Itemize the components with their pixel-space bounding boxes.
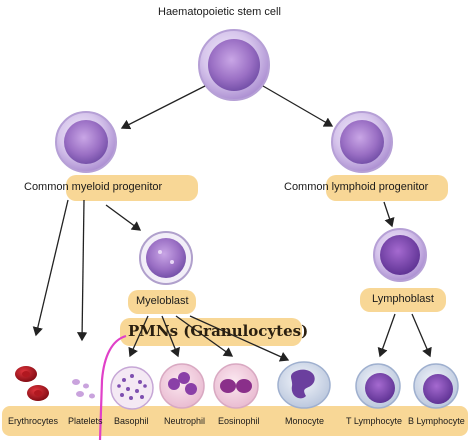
arrows [32, 85, 432, 362]
highlight-common-lymphoid [326, 175, 448, 201]
myeloblast-cell [139, 231, 193, 285]
common-lymphoid-label: Common lymphoid progenitor [284, 181, 429, 193]
platelets-cells [72, 379, 95, 399]
b-lymphocyte-label: B Lymphocyte [408, 416, 465, 426]
monocyte-cell [277, 361, 331, 409]
eosinophil-label: Eosinophil [218, 416, 260, 426]
erythrocytes-cells [15, 366, 49, 401]
highlight-cell-labels [2, 406, 468, 436]
stem-cell [198, 29, 270, 101]
lymphoblast-label: Lymphoblast [372, 293, 434, 305]
common-myeloid-label: Common myeloid progenitor [24, 181, 163, 193]
common-lymphoid-cell [331, 111, 393, 173]
myeloblast-label: Myeloblast [136, 295, 189, 307]
stem-cell-label: Haematopoietic stem cell [158, 6, 281, 18]
basophil-cell [110, 366, 154, 410]
common-myeloid-cell [55, 111, 117, 173]
t-lymphocyte-label: T Lymphocyte [346, 416, 403, 426]
highlight-lymphoblast [360, 288, 446, 312]
basophil-label: Basophil [114, 416, 149, 426]
b-lymphocyte-cell [413, 363, 459, 409]
monocyte-label: Monocyte [285, 416, 325, 426]
eosinophil-cell [213, 363, 259, 409]
highlight-common-myeloid [66, 175, 198, 201]
annotation-line [98, 334, 127, 440]
erythrocytes-label: Erythrocytes [8, 416, 59, 426]
highlight-myeloblast [128, 290, 196, 314]
neutrophil-label: Neutrophil [164, 416, 206, 426]
t-lymphocyte-cell [355, 363, 401, 409]
platelets-label: Platelets [68, 416, 103, 426]
pmns-label: PMNs (Granulocytes) [128, 322, 309, 340]
neutrophil-cell [159, 363, 205, 409]
lymphoblast-cell [373, 228, 427, 282]
